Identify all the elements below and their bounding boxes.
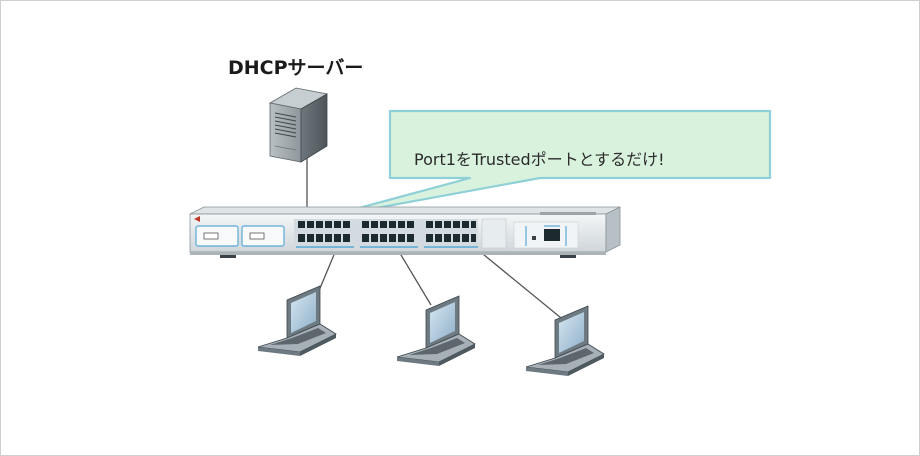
link-switch-laptop-2 xyxy=(397,249,432,306)
dhcp-server-icon xyxy=(268,87,329,163)
laptop-3-icon xyxy=(525,305,605,376)
network-switch-icon xyxy=(189,206,621,258)
laptop-2-icon xyxy=(396,295,476,366)
laptop-1-icon xyxy=(257,285,337,356)
callout-bubble xyxy=(320,109,772,220)
link-switch-laptop-3 xyxy=(477,249,567,323)
dhcp-server-label: DHCPサーバー xyxy=(228,57,364,79)
callout-text: Port1をTrustedポートとするだけ! xyxy=(414,150,665,169)
